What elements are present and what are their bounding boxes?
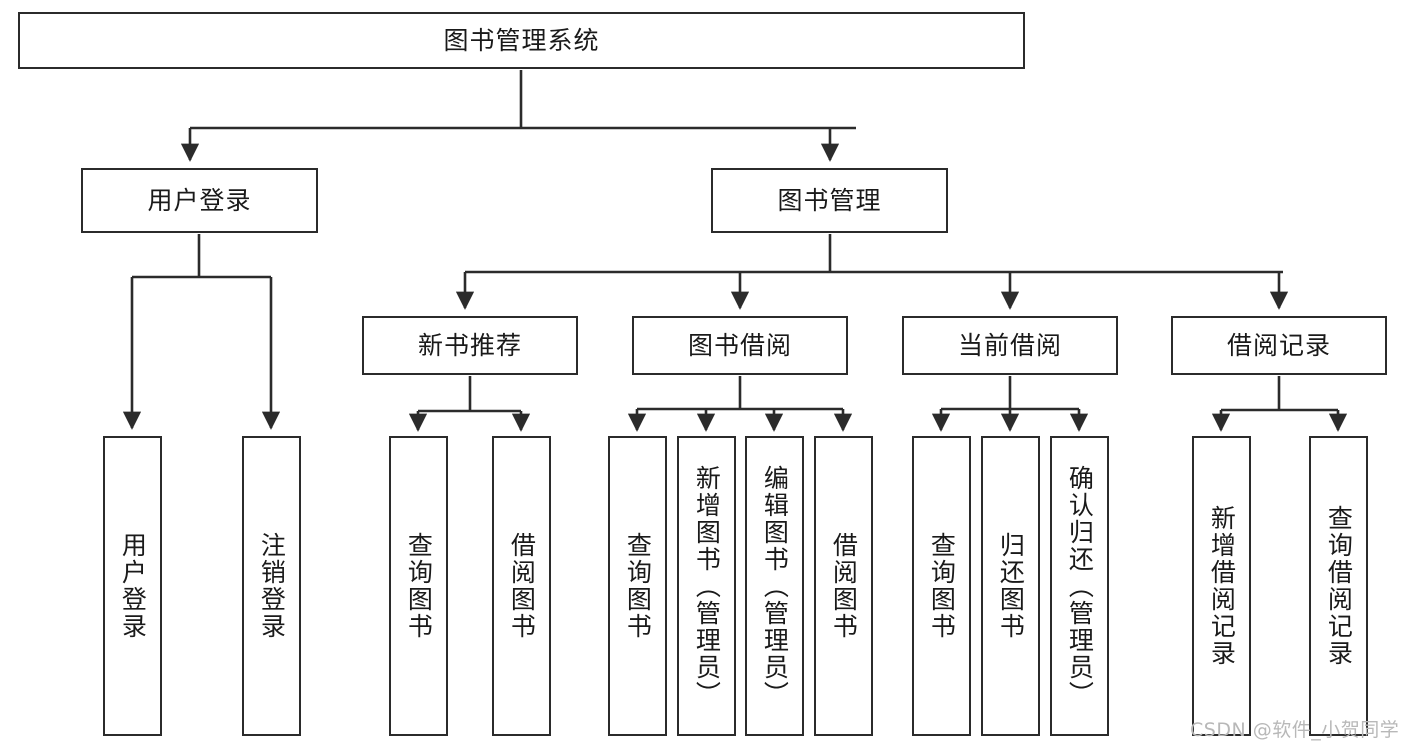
node-leaf-borrow-book-1[interactable]: 借阅图书 (492, 436, 551, 736)
node-book-manage[interactable]: 图书管理 (711, 168, 948, 233)
node-leaf-user-login[interactable]: 用户登录 (103, 436, 162, 736)
node-leaf-confirm-return-label: 确认归还（管理员） (1065, 464, 1095, 708)
node-leaf-return-book-label: 归还图书 (996, 532, 1026, 640)
node-leaf-add-book-label: 新增图书（管理员） (692, 464, 722, 708)
node-leaf-borrow-book-1-label: 借阅图书 (507, 532, 537, 640)
node-leaf-edit-book-label: 编辑图书（管理员） (760, 464, 790, 708)
watermark: CSDN @软件_小贺同学 (1190, 719, 1400, 741)
node-root[interactable]: 图书管理系统 (18, 12, 1025, 69)
node-leaf-query-book-3-label: 查询图书 (927, 532, 957, 640)
node-leaf-add-record[interactable]: 新增借阅记录 (1192, 436, 1251, 736)
node-leaf-add-record-label: 新增借阅记录 (1207, 505, 1237, 667)
node-leaf-query-book-1-label: 查询图书 (404, 532, 434, 640)
node-leaf-borrow-book-2[interactable]: 借阅图书 (814, 436, 873, 736)
node-book-borrow-label: 图书借阅 (687, 330, 792, 360)
node-borrow-record[interactable]: 借阅记录 (1171, 316, 1387, 375)
node-borrow-record-label: 借阅记录 (1226, 330, 1331, 360)
node-leaf-logout-login[interactable]: 注销登录 (242, 436, 301, 736)
node-leaf-query-record[interactable]: 查询借阅记录 (1309, 436, 1368, 736)
node-leaf-query-record-label: 查询借阅记录 (1324, 505, 1354, 667)
node-leaf-add-book[interactable]: 新增图书（管理员） (677, 436, 736, 736)
node-leaf-edit-book[interactable]: 编辑图书（管理员） (745, 436, 804, 736)
node-book-borrow[interactable]: 图书借阅 (632, 316, 848, 375)
node-leaf-query-book-2-label: 查询图书 (623, 532, 653, 640)
node-user-login[interactable]: 用户登录 (81, 168, 318, 233)
node-current-borrow[interactable]: 当前借阅 (902, 316, 1118, 375)
node-leaf-query-book-1[interactable]: 查询图书 (389, 436, 448, 736)
node-leaf-borrow-book-2-label: 借阅图书 (829, 532, 859, 640)
node-current-borrow-label: 当前借阅 (957, 330, 1062, 360)
node-book-manage-label: 图书管理 (777, 185, 882, 215)
node-new-book-recommend[interactable]: 新书推荐 (362, 316, 578, 375)
node-leaf-user-login-label: 用户登录 (118, 532, 148, 640)
node-leaf-return-book[interactable]: 归还图书 (981, 436, 1040, 736)
node-leaf-query-book-2[interactable]: 查询图书 (608, 436, 667, 736)
node-leaf-confirm-return[interactable]: 确认归还（管理员） (1050, 436, 1109, 736)
node-user-login-label: 用户登录 (147, 185, 252, 215)
node-leaf-logout-login-label: 注销登录 (257, 532, 287, 640)
node-new-book-recommend-label: 新书推荐 (417, 330, 522, 360)
node-leaf-query-book-3[interactable]: 查询图书 (912, 436, 971, 736)
node-root-label: 图书管理系统 (443, 25, 600, 55)
